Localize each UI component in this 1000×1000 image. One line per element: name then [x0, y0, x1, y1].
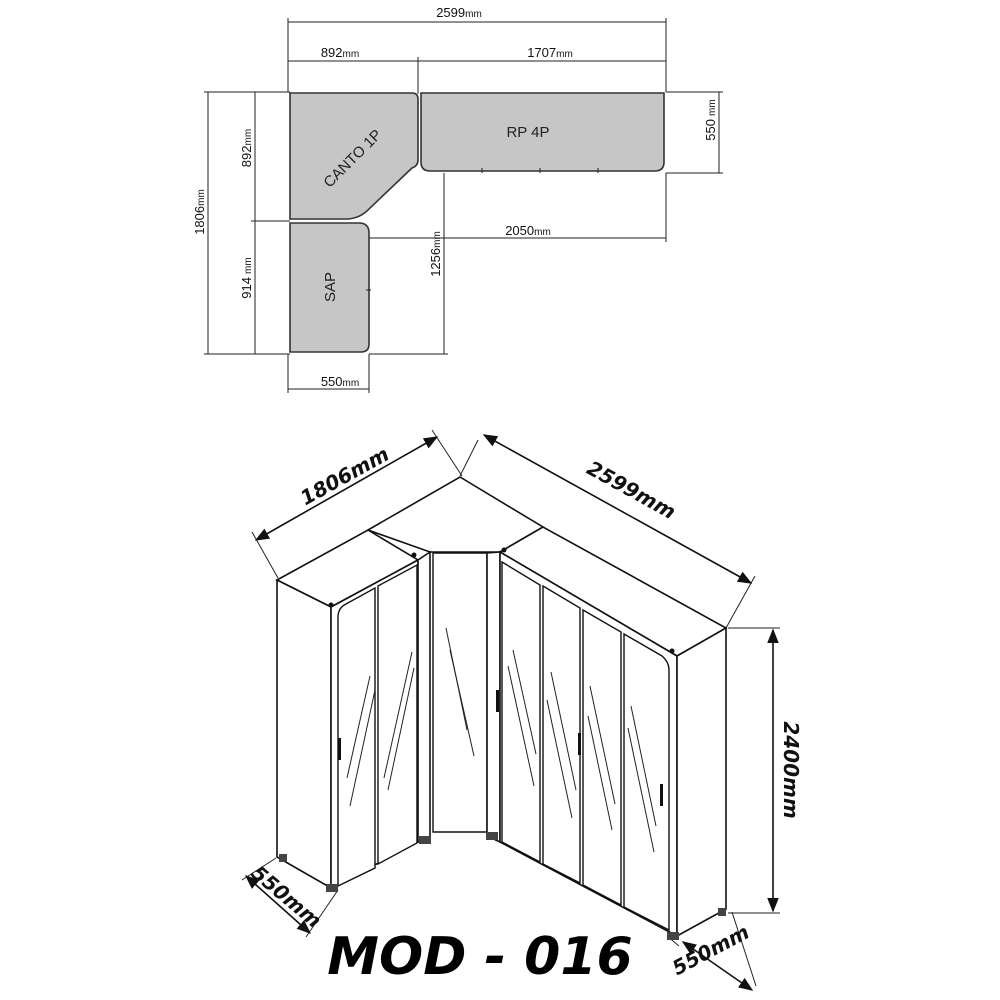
dim-arrow-right-width [482, 434, 753, 584]
elevation-width-left: 1806mm [296, 442, 393, 510]
plan-bottom-width: 550mm [321, 374, 359, 389]
plan-total-width: 2599mm [436, 5, 482, 20]
plan-depth-total: 1806mm [192, 189, 207, 235]
mirror-reflections [346, 627, 657, 853]
left-door-2[interactable] [377, 563, 418, 866]
left-cabinet-side [276, 578, 332, 890]
corner-inner-left-post [417, 550, 431, 844]
bottom-module-outline [289, 222, 370, 353]
dim-arrow-left-width [254, 436, 439, 541]
right-door-handle-2[interactable] [578, 733, 581, 755]
bottom-module-label: SAP [322, 272, 339, 302]
elevation-width-right: 2599mm [583, 456, 680, 524]
elevation-view: 1806mm 2599mm 2400mm 550mm 550mm [241, 429, 803, 991]
right-door-handle-3[interactable] [660, 784, 663, 806]
plan-depth-left-top: 892mm [239, 129, 254, 167]
dim-arrow-depth-right [681, 941, 754, 991]
right-module-label: RP 4P [506, 124, 549, 141]
top-surface-corner [366, 476, 545, 553]
right-door-3[interactable] [582, 608, 622, 907]
model-code: MOD - 016 [327, 927, 632, 987]
right-door-1[interactable] [501, 560, 541, 864]
right-door-2[interactable] [542, 584, 581, 885]
left-door-handle[interactable] [338, 738, 341, 760]
corner-module-outline [289, 92, 419, 220]
right-module-outline [420, 92, 665, 172]
plan-width-right: 1707mm [527, 45, 573, 60]
plan-depth-right: 550mm [703, 99, 718, 140]
right-cabinet-side [676, 626, 727, 938]
plan-depth-bottom: 914mm [239, 257, 254, 298]
plan-inner-depth: 1256mm [428, 231, 443, 277]
dim-arrow-depth-left [244, 875, 312, 934]
right-module-seams [366, 168, 599, 291]
plan-inner-run: 2050mm [505, 223, 551, 238]
right-door-handle-1[interactable] [496, 690, 499, 712]
elevation-height: 2400mm [779, 721, 803, 818]
plan-dimension-lines [204, 18, 723, 393]
plan-view: 2599mm 892mm 1707mm 1806mm 892mm 914mm 5… [192, 5, 723, 393]
plan-width-left: 892mm [321, 45, 359, 60]
